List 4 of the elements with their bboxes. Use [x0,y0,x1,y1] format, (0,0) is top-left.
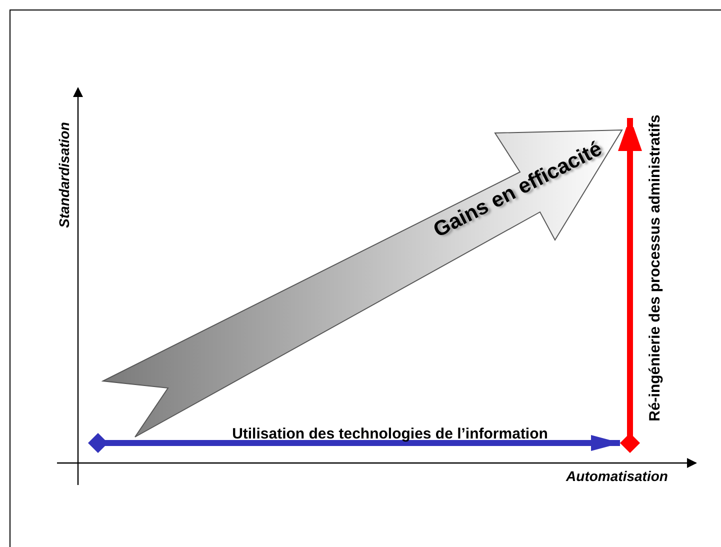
arrow-label: Utilisation des technologies de l’information [232,426,548,442]
axis-title: Standardisation [56,122,72,228]
arrow-label: Ré-ingénierie des processus administratifs [646,114,664,422]
axis-title: Automatisation [566,468,668,484]
